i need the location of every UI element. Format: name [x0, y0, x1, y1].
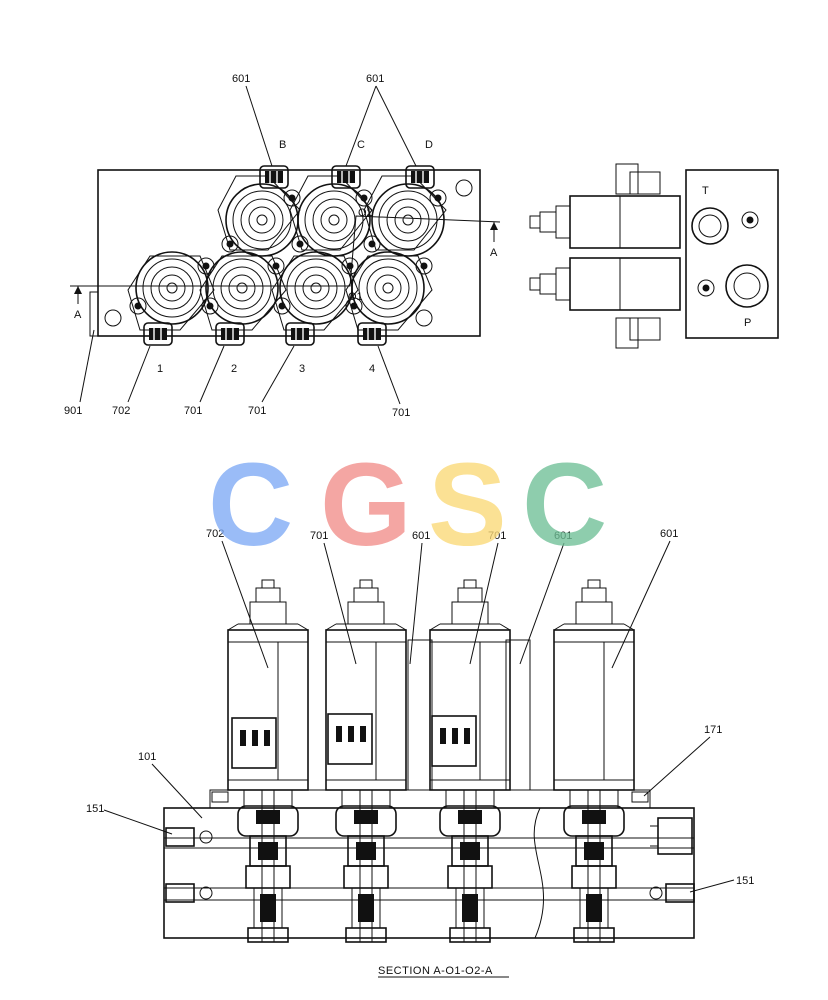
callout-701-section-a: 701	[310, 530, 328, 542]
valve-number-4: 4	[369, 363, 375, 375]
callout-601-section-b: 601	[554, 530, 572, 542]
port-label-B: B	[279, 139, 286, 151]
valve-C	[289, 165, 373, 257]
side-view-valve-block	[529, 163, 779, 349]
callout-601-section-a: 601	[412, 530, 430, 542]
section-line	[70, 215, 501, 287]
callout-151-right: 151	[736, 875, 754, 887]
valve-D	[363, 165, 447, 257]
watermark-letter-2: G	[320, 439, 412, 571]
section-caption: SECTION A-O1-O2-A	[378, 965, 493, 977]
valve-B	[217, 165, 301, 257]
valve-1	[127, 251, 215, 346]
callout-601-section-c: 601	[660, 528, 678, 540]
section-mark-O2: O2	[358, 207, 373, 219]
callout-151-left: 151	[86, 803, 104, 815]
callout-701-b: 701	[248, 405, 266, 417]
callout-601-right: 601	[366, 73, 384, 85]
callout-101: 101	[138, 751, 156, 763]
callout-702-top: 702	[112, 405, 130, 417]
valve-4	[345, 251, 433, 346]
callout-171: 171	[704, 724, 722, 736]
callout-701-a: 701	[184, 405, 202, 417]
section-mark-A-left: A	[74, 309, 82, 321]
watermark-letter-3: S	[428, 439, 507, 571]
section-view-labels: 702 701 601 701 601 601 101 151 171 151 …	[86, 528, 754, 978]
valve-2	[199, 251, 287, 346]
valve-3	[271, 251, 359, 346]
section-mark-A-right: A	[490, 247, 498, 259]
top-view-valve-block	[70, 165, 501, 346]
valve-number-3: 3	[299, 363, 305, 375]
callout-901: 901	[64, 405, 82, 417]
callout-601-left: 601	[232, 73, 250, 85]
valve-number-1: 1	[157, 363, 163, 375]
watermark-letter-1: C	[208, 439, 293, 571]
callout-702-section: 702	[206, 528, 224, 540]
section-mark-O1: O1	[348, 291, 363, 303]
port-label-T: T	[702, 185, 709, 197]
solenoid-connectors	[231, 713, 477, 769]
port-label-D: D	[425, 139, 433, 151]
port-label-C: C	[357, 139, 365, 151]
port-label-P: P	[744, 317, 751, 329]
top-view-labels: 601 601 B C D T P A A O2 O1 1 2 3 4 901 …	[64, 73, 751, 419]
valve-number-2: 2	[231, 363, 237, 375]
section-view	[163, 579, 695, 943]
callout-701-section-b: 701	[488, 530, 506, 542]
cgsc-watermark: C G S C	[208, 439, 607, 571]
callout-701-c: 701	[392, 407, 410, 419]
watermark-letter-4: C	[522, 439, 607, 571]
